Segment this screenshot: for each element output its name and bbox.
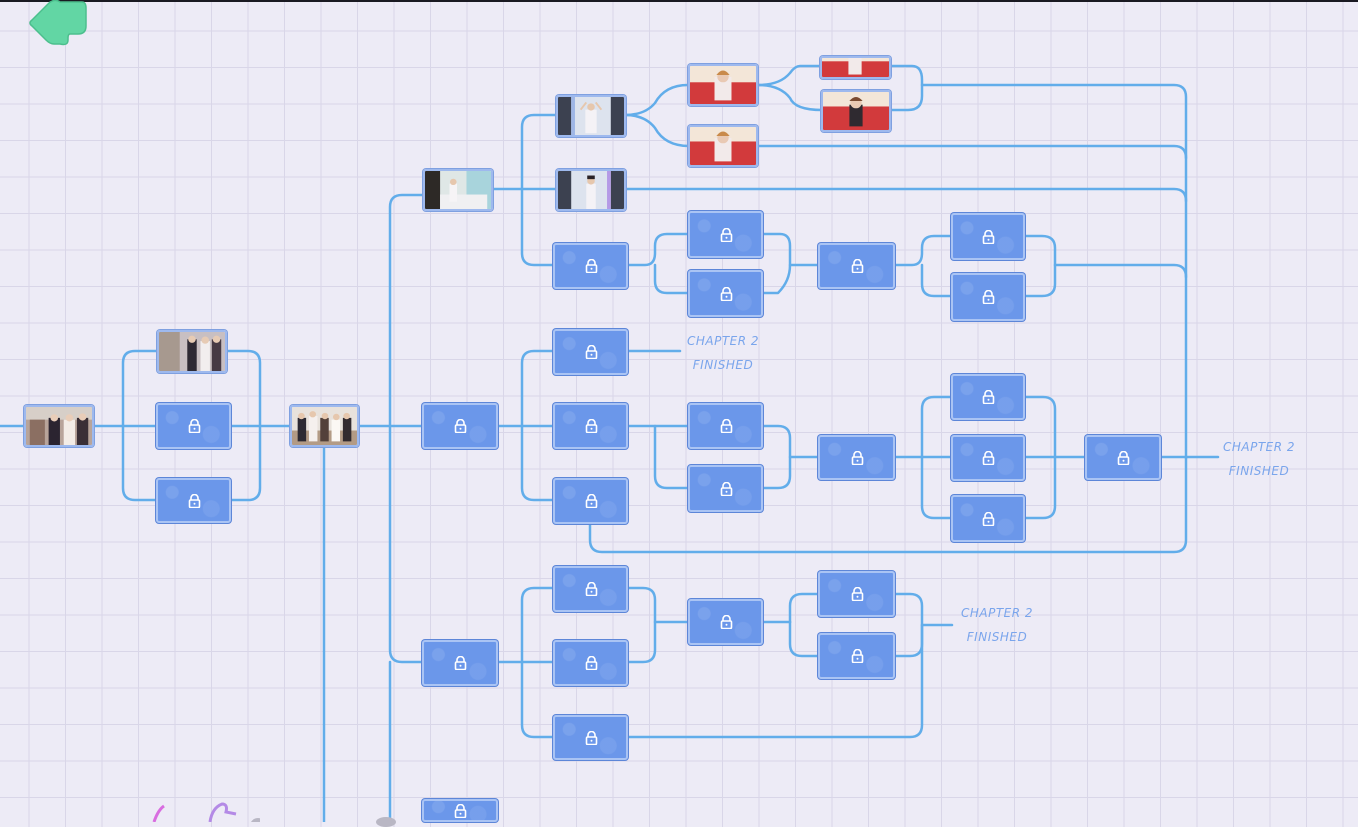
lock-icon [720, 286, 732, 301]
locked-node-branch-c[interactable] [156, 478, 231, 523]
lock-icon [188, 419, 200, 433]
lock-icon [720, 615, 732, 629]
chapter-end-line1: CHAPTER 2 [960, 606, 1034, 620]
locked-node-r1c[interactable] [553, 243, 628, 289]
lock-icon [454, 419, 467, 433]
locked-node-r2[interactable] [422, 403, 498, 449]
lock-icon [585, 582, 597, 596]
chapter-end-line1: CHAPTER 2 [686, 334, 760, 348]
lock-icon [851, 450, 863, 465]
locked-node-r3[interactable] [422, 640, 498, 686]
back-button[interactable] [28, 0, 88, 46]
standing-pose-thumbnail [558, 171, 624, 209]
red-couch-thumbnail [823, 92, 889, 130]
arms-raised-thumbnail [558, 97, 624, 135]
scene-node-route1-a[interactable] [556, 95, 626, 137]
scene-node-start[interactable] [24, 405, 94, 447]
locked-node-r2f[interactable] [818, 435, 895, 480]
locked-node-r2e[interactable] [688, 465, 763, 512]
locked-node-r2a[interactable] [553, 329, 628, 375]
locked-node-r2i[interactable] [951, 495, 1025, 542]
scene-node-red-couch-4[interactable] [821, 90, 891, 132]
scene-node-red-couch-1[interactable] [688, 64, 758, 106]
locked-node-r3f[interactable] [818, 633, 895, 679]
scene-node-branch-a[interactable] [157, 330, 227, 373]
lock-icon [982, 229, 995, 244]
chapter-end-line2: FINISHED [692, 358, 754, 372]
lock-icon [720, 227, 732, 242]
shop-thumbnail [159, 332, 225, 371]
locked-node-r3a[interactable] [553, 566, 628, 612]
lock-icon [720, 481, 732, 496]
lock-icon [1117, 450, 1130, 465]
scene-node-red-couch-3[interactable] [820, 56, 891, 79]
red-couch-thumbnail [822, 58, 889, 77]
locked-node-r1e[interactable] [688, 270, 763, 317]
scene-node-route1-b[interactable] [556, 169, 626, 211]
locked-node-r3b[interactable] [553, 640, 628, 686]
locked-node-r2h[interactable] [951, 435, 1025, 481]
locked-node-r1h[interactable] [951, 273, 1025, 321]
chapter-end-label: CHAPTER 2 FINISHED [942, 601, 1052, 649]
lock-icon [188, 493, 200, 508]
red-couch-thumbnail [690, 127, 756, 165]
locked-node-r1d[interactable] [688, 211, 763, 258]
locked-node-r4[interactable] [422, 799, 498, 822]
locked-node-r1g[interactable] [951, 213, 1025, 260]
scene-node-hub[interactable] [290, 405, 359, 447]
locked-node-r3c[interactable] [553, 715, 628, 760]
lock-icon [851, 259, 863, 273]
back-arrow-icon [29, 0, 87, 46]
locked-node-branch-b[interactable] [156, 403, 231, 449]
scene-node-route1[interactable] [423, 169, 493, 211]
chapter-end-line2: FINISHED [1228, 464, 1290, 478]
lock-icon [982, 451, 995, 465]
lock-icon [585, 730, 597, 745]
hand-decoration-icon [152, 802, 260, 822]
lock-icon [982, 511, 995, 526]
lock-icon [720, 419, 732, 433]
red-couch-thumbnail [690, 66, 756, 104]
locked-node-r3e[interactable] [818, 571, 895, 617]
chapter-end-line1: CHAPTER 2 [1222, 440, 1296, 454]
group-living-room-thumbnail [292, 407, 357, 445]
lock-icon [585, 259, 597, 273]
lock-icon [585, 656, 597, 670]
chapter-end-label: CHAPTER 2 FINISHED [1204, 435, 1314, 483]
top-edge-strip [0, 0, 1358, 2]
lock-icon [982, 290, 995, 304]
locked-node-r2g[interactable] [951, 374, 1025, 420]
lock-icon [454, 656, 467, 670]
lock-icon [851, 649, 863, 663]
locked-node-r2b[interactable] [553, 403, 628, 449]
locked-node-r2j[interactable] [1085, 435, 1161, 480]
chapter-end-label: CHAPTER 2 FINISHED [668, 329, 778, 377]
lock-icon [585, 494, 597, 508]
chapter-end-line2: FINISHED [966, 630, 1028, 644]
scene-node-red-couch-2[interactable] [688, 125, 758, 167]
locked-node-r2c[interactable] [553, 478, 628, 524]
partial-circle-decoration [376, 817, 396, 827]
lock-icon [585, 419, 597, 433]
locked-node-r1f[interactable] [818, 243, 895, 289]
group-cafe-thumbnail [26, 407, 92, 445]
locked-node-r3d[interactable] [688, 599, 763, 645]
lock-icon [585, 345, 597, 359]
bedroom-thumbnail [425, 171, 491, 209]
lock-icon [851, 587, 863, 601]
lock-icon [982, 390, 995, 404]
lock-icon [454, 803, 467, 818]
locked-node-r2d[interactable] [688, 403, 763, 449]
